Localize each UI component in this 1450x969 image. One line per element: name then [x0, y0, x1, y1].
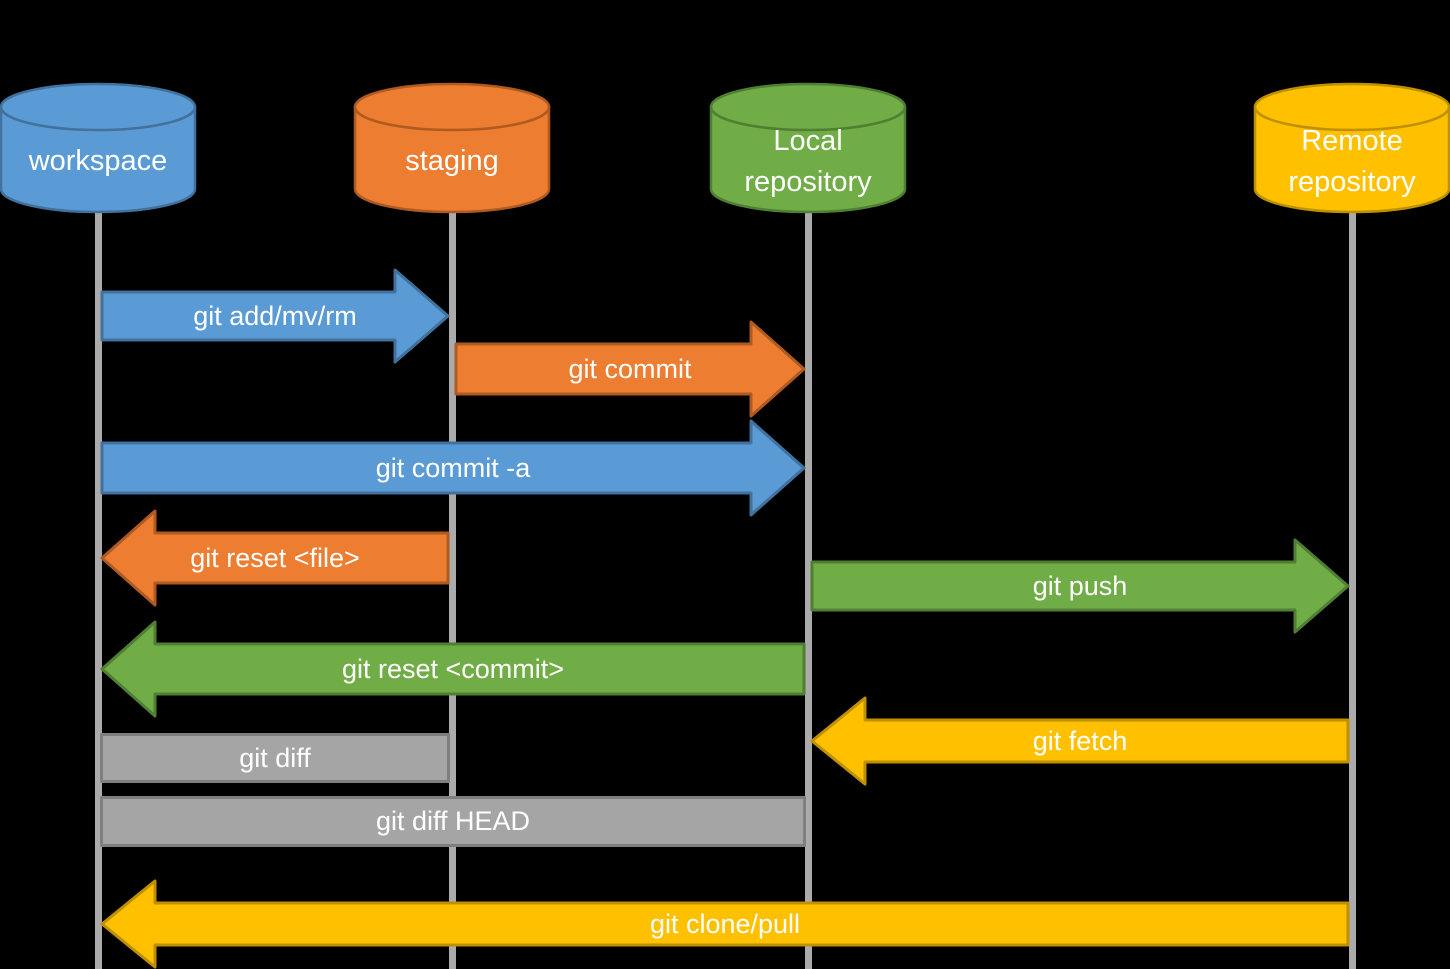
node-local: Local repository [709, 82, 907, 216]
command-git-clone-pull: git clone/pull [100, 879, 1350, 969]
arrow-shape [454, 320, 806, 418]
command-git-commit: git commit [454, 320, 806, 418]
command-git-add-mv-rm: git add/mv/rm [100, 268, 450, 364]
arrow-shape [810, 696, 1350, 786]
node-label: workspace [28, 145, 168, 178]
command-git-push: git push [810, 538, 1350, 634]
node-label: Remote repository [1288, 124, 1416, 198]
command-label: git add/mv/rm [193, 300, 357, 331]
command-git-diff-head: git diff HEAD [100, 795, 806, 847]
command-label: git diff HEAD [375, 805, 531, 836]
command-git-diff: git diff [100, 733, 450, 783]
lifeline-local [804, 208, 812, 969]
command-label: git push [1032, 570, 1128, 601]
command-label: git clone/pull [649, 908, 801, 939]
command-label: git reset <file> [190, 542, 360, 573]
command-label: git fetch [1032, 725, 1128, 756]
command-git-fetch: git fetch [810, 696, 1350, 786]
database-cylinder-icon [353, 82, 551, 214]
command-label: git reset <commit> [341, 653, 565, 684]
command-git-commit-a: git commit -a [100, 419, 806, 517]
bar-shape [100, 795, 806, 847]
command-git-reset-commit: git reset <commit> [100, 620, 806, 718]
arrow-shape [100, 419, 806, 517]
database-cylinder-icon [0, 82, 197, 214]
node-label: staging [405, 145, 499, 178]
lifeline-staging [448, 208, 456, 969]
command-label: git commit [568, 353, 692, 384]
database-cylinder-icon [709, 82, 907, 214]
database-cylinder-icon [1253, 82, 1450, 214]
node-remote: Remote repository [1253, 82, 1450, 216]
arrow-shape [100, 509, 450, 607]
lifeline-remote [1348, 208, 1356, 969]
node-workspace: workspace [0, 82, 197, 216]
arrow-shape [100, 879, 1350, 969]
arrow-shape [810, 538, 1350, 634]
node-label: Local repository [744, 124, 872, 198]
arrow-shape [100, 268, 450, 364]
arrow-shape [100, 620, 806, 718]
lifeline-workspace [94, 208, 102, 969]
node-staging: staging [353, 82, 551, 216]
command-label: git commit -a [375, 452, 531, 483]
command-label: git diff [239, 742, 311, 773]
command-git-reset-file: git reset <file> [100, 509, 450, 607]
bar-shape [100, 733, 450, 783]
